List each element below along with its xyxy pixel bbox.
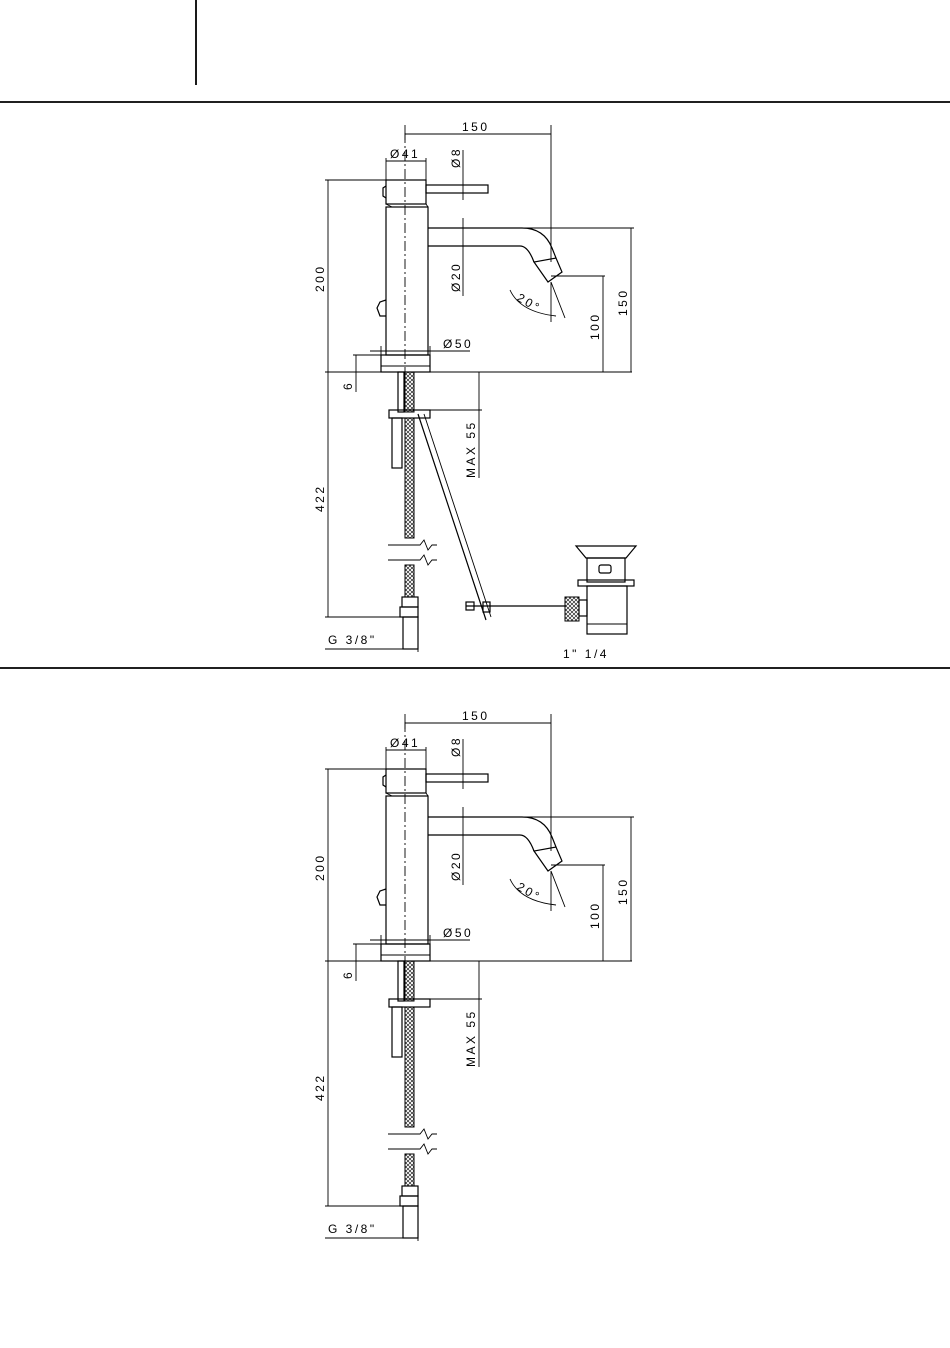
fixing-nut <box>392 418 402 468</box>
dim-label-150-right: 150 <box>616 288 630 316</box>
dim-label-d8: Ø8 <box>449 147 463 168</box>
hose-ferrule <box>402 597 418 607</box>
threaded-rod <box>398 372 404 412</box>
threaded-rod <box>398 961 404 1001</box>
handle-cap <box>386 769 426 793</box>
dim-label-max55: MAX 55 <box>464 1009 478 1067</box>
dim-label-6: 6 <box>341 381 355 390</box>
waste-knob <box>565 597 579 621</box>
hose-lower <box>405 565 414 597</box>
spout-aerator <box>534 258 562 282</box>
dim-label-150-top: 150 <box>462 709 490 723</box>
lever-handle <box>426 774 488 782</box>
dim-label-422: 422 <box>313 484 327 512</box>
dim-label-d20: Ø20 <box>449 851 463 881</box>
break-mark-lower <box>388 1144 437 1154</box>
dim-label-angle: 20° <box>515 879 544 904</box>
pop-up-knob <box>377 300 386 316</box>
hose-fitting <box>403 617 418 649</box>
dim-label-max55: MAX 55 <box>464 420 478 478</box>
hose-fitting <box>403 1206 418 1238</box>
dim-label-150-right: 150 <box>616 877 630 905</box>
dim-label-d50: Ø50 <box>443 337 473 351</box>
pop-up-knob <box>377 889 386 905</box>
dim-label-thread: G 3/8" <box>328 1222 377 1236</box>
dim-label-150-top: 150 <box>462 120 490 134</box>
handle-cap <box>386 180 426 204</box>
dim-label-d50: Ø50 <box>443 926 473 940</box>
waste-plug <box>587 558 625 582</box>
fixing-nut <box>392 1007 402 1057</box>
waste-slot <box>599 565 611 573</box>
dim-label-thread: G 3/8" <box>328 633 377 647</box>
spout-aerator <box>534 847 562 871</box>
pop-up-rod-edge <box>424 414 491 617</box>
waste-collar <box>579 600 587 616</box>
angle-line <box>551 282 565 318</box>
dim-label-d8: Ø8 <box>449 736 463 757</box>
dim-label-100: 100 <box>588 901 602 929</box>
break-mark-lower <box>388 555 437 565</box>
dim-label-200: 200 <box>313 853 327 881</box>
spout <box>428 817 556 851</box>
hose-lower <box>405 1154 414 1186</box>
hose-ferrule <box>402 1186 418 1196</box>
dim-label-d41: Ø41 <box>390 147 420 161</box>
lever-handle <box>426 185 488 193</box>
dim-label-waste-size: 1" 1/4 <box>563 647 609 661</box>
hose-connector <box>400 607 418 617</box>
dim-label-angle: 20° <box>515 290 544 315</box>
dim-label-422: 422 <box>313 1073 327 1101</box>
faucet-base <box>381 355 430 372</box>
dim-label-100: 100 <box>588 312 602 340</box>
faucet-body <box>386 207 428 355</box>
angle-line <box>551 871 565 907</box>
hose-middle <box>405 1007 414 1127</box>
break-mark-upper <box>388 540 437 550</box>
dim-label-200: 200 <box>313 264 327 292</box>
hose-upper <box>405 961 414 1001</box>
dim-label-6: 6 <box>341 970 355 979</box>
hose-middle <box>405 418 414 538</box>
spout <box>428 228 556 262</box>
faucet-body <box>386 796 428 944</box>
hose-connector <box>400 1196 418 1206</box>
waste-flange <box>576 546 636 558</box>
hose-upper <box>405 372 414 412</box>
faucet-base <box>381 944 430 961</box>
waste-body <box>587 586 627 634</box>
break-mark-upper <box>388 1129 437 1139</box>
dim-label-d41: Ø41 <box>390 736 420 750</box>
dim-label-d20: Ø20 <box>449 262 463 292</box>
